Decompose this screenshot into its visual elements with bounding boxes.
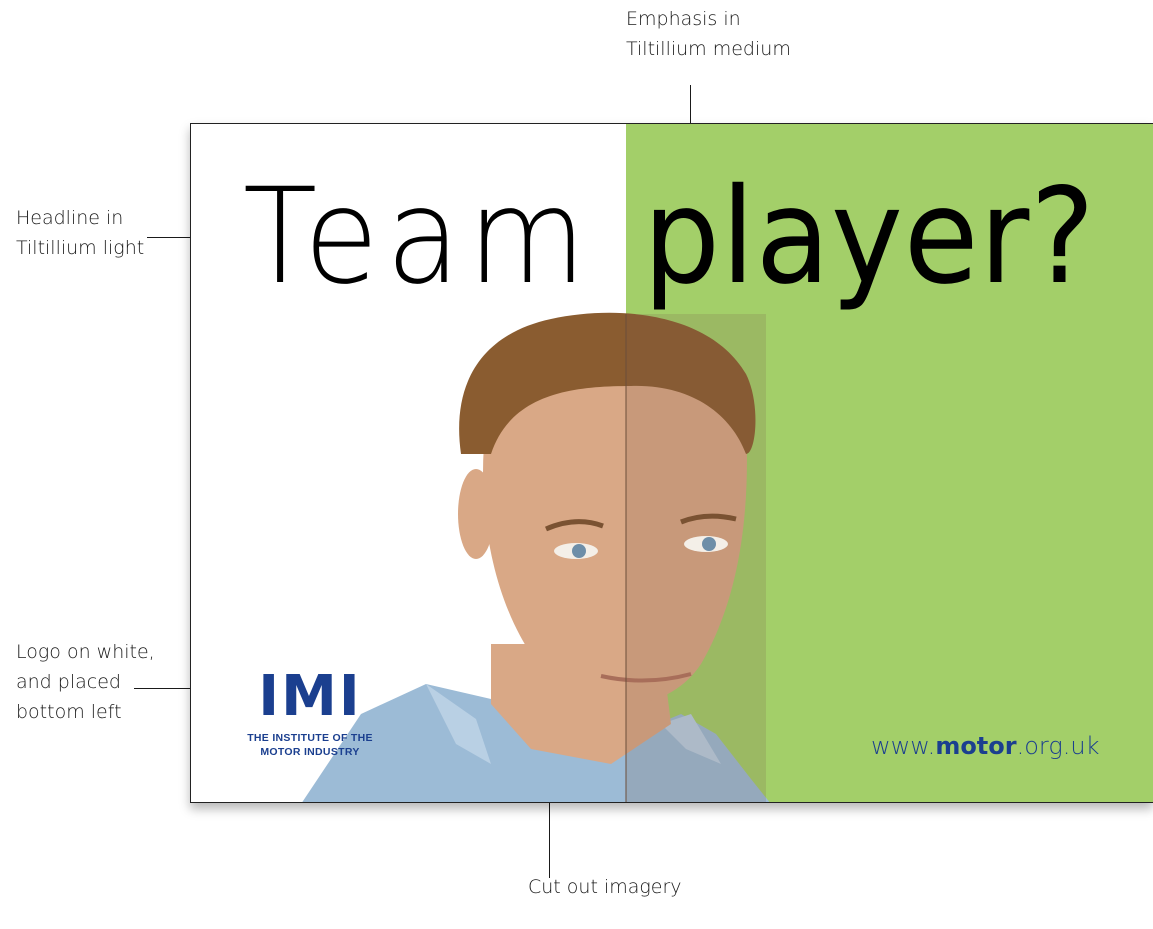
headline-medium: player? [643, 160, 1096, 314]
advert-sample: Team player? IMI THE INSTITUTE OF THE MO… [190, 123, 1153, 803]
annotation-headline-line-2: Tiltillium light [16, 237, 145, 259]
annotation-headline-line-1: Headline in [16, 207, 124, 229]
annotation-logo-line-1: Logo on white, [16, 641, 155, 663]
headline-light: Team [243, 160, 594, 314]
logo-text: THE INSTITUTE OF THE MOTOR INDUSTRY [235, 731, 385, 759]
annotation-emphasis: Emphasis in Tiltillium medium [626, 4, 791, 64]
leader-line-logo [134, 688, 240, 689]
left-eyebrow [545, 519, 604, 532]
logo-mark: IMI [258, 664, 362, 729]
url-emphasis: motor [935, 732, 1017, 760]
half-shadow-overlay [626, 314, 766, 802]
logo-text-line-1: THE INSTITUTE OF THE [247, 732, 373, 744]
annotation-imagery: Cut out imagery [528, 872, 682, 902]
right-iris [702, 537, 716, 551]
url-suffix: .org.uk [1016, 732, 1100, 760]
logo-text-line-2: MOTOR INDUSTRY [260, 746, 360, 758]
annotation-logo: Logo on white, and placed bottom left [16, 637, 155, 727]
face-shape [483, 344, 747, 705]
annotation-logo-line-2: and placed [16, 671, 121, 693]
website-url: www.motor.org.uk [871, 731, 1100, 761]
annotation-imagery-line-1: Cut out imagery [528, 876, 682, 898]
mouth [600, 672, 692, 683]
portrait-cutout-image [302, 312, 770, 802]
annotation-logo-line-3: bottom left [16, 701, 122, 723]
url-prefix: www. [871, 732, 936, 760]
annotation-emphasis-line-2: Tiltillium medium [626, 38, 791, 60]
annotation-emphasis-line-1: Emphasis in [626, 8, 741, 30]
imi-logo: IMI THE INSTITUTE OF THE MOTOR INDUSTRY [235, 669, 385, 759]
annotation-headline: Headline in Tiltillium light [16, 203, 144, 263]
leader-line-imagery [549, 730, 550, 878]
left-iris [572, 544, 586, 558]
hair-shape [459, 312, 756, 454]
right-eyebrow [680, 513, 737, 525]
ear-shape [458, 469, 494, 559]
